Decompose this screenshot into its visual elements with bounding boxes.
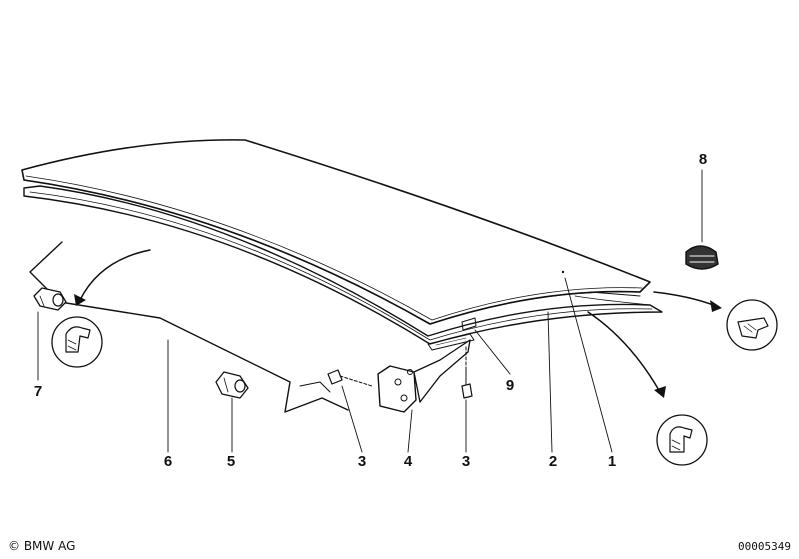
trunk-lid	[21, 139, 651, 325]
callout-3-left: 3	[357, 453, 367, 470]
callout-5: 5	[226, 453, 236, 470]
torsion-rod	[29, 241, 349, 413]
callout-9: 9	[505, 377, 515, 394]
callout-6: 6	[163, 453, 173, 470]
bushing-left	[33, 287, 67, 311]
section-detail-left	[51, 316, 103, 368]
lid-latch-detail	[427, 317, 477, 351]
callout-1: 1	[607, 453, 617, 470]
hinge-bolt-right	[461, 345, 473, 399]
callout-2: 2	[548, 453, 558, 470]
section-detail-right-bottom	[656, 414, 708, 466]
leader-lines	[37, 169, 703, 453]
bushing-center	[215, 371, 249, 399]
section-detail-right-top	[726, 299, 778, 351]
callout-4: 4	[403, 453, 413, 470]
arrowheads	[74, 294, 722, 398]
hinge-bracket	[377, 339, 471, 413]
diagram-number: 00005349	[738, 540, 791, 553]
copyright-label: © BMW AG	[8, 539, 76, 553]
hinge-bolt-left	[327, 369, 373, 387]
rubber-buffer	[685, 245, 719, 270]
callout-3-right: 3	[461, 453, 471, 470]
callout-8: 8	[698, 151, 708, 168]
lid-seal	[23, 185, 663, 345]
callout-7: 7	[33, 383, 43, 400]
